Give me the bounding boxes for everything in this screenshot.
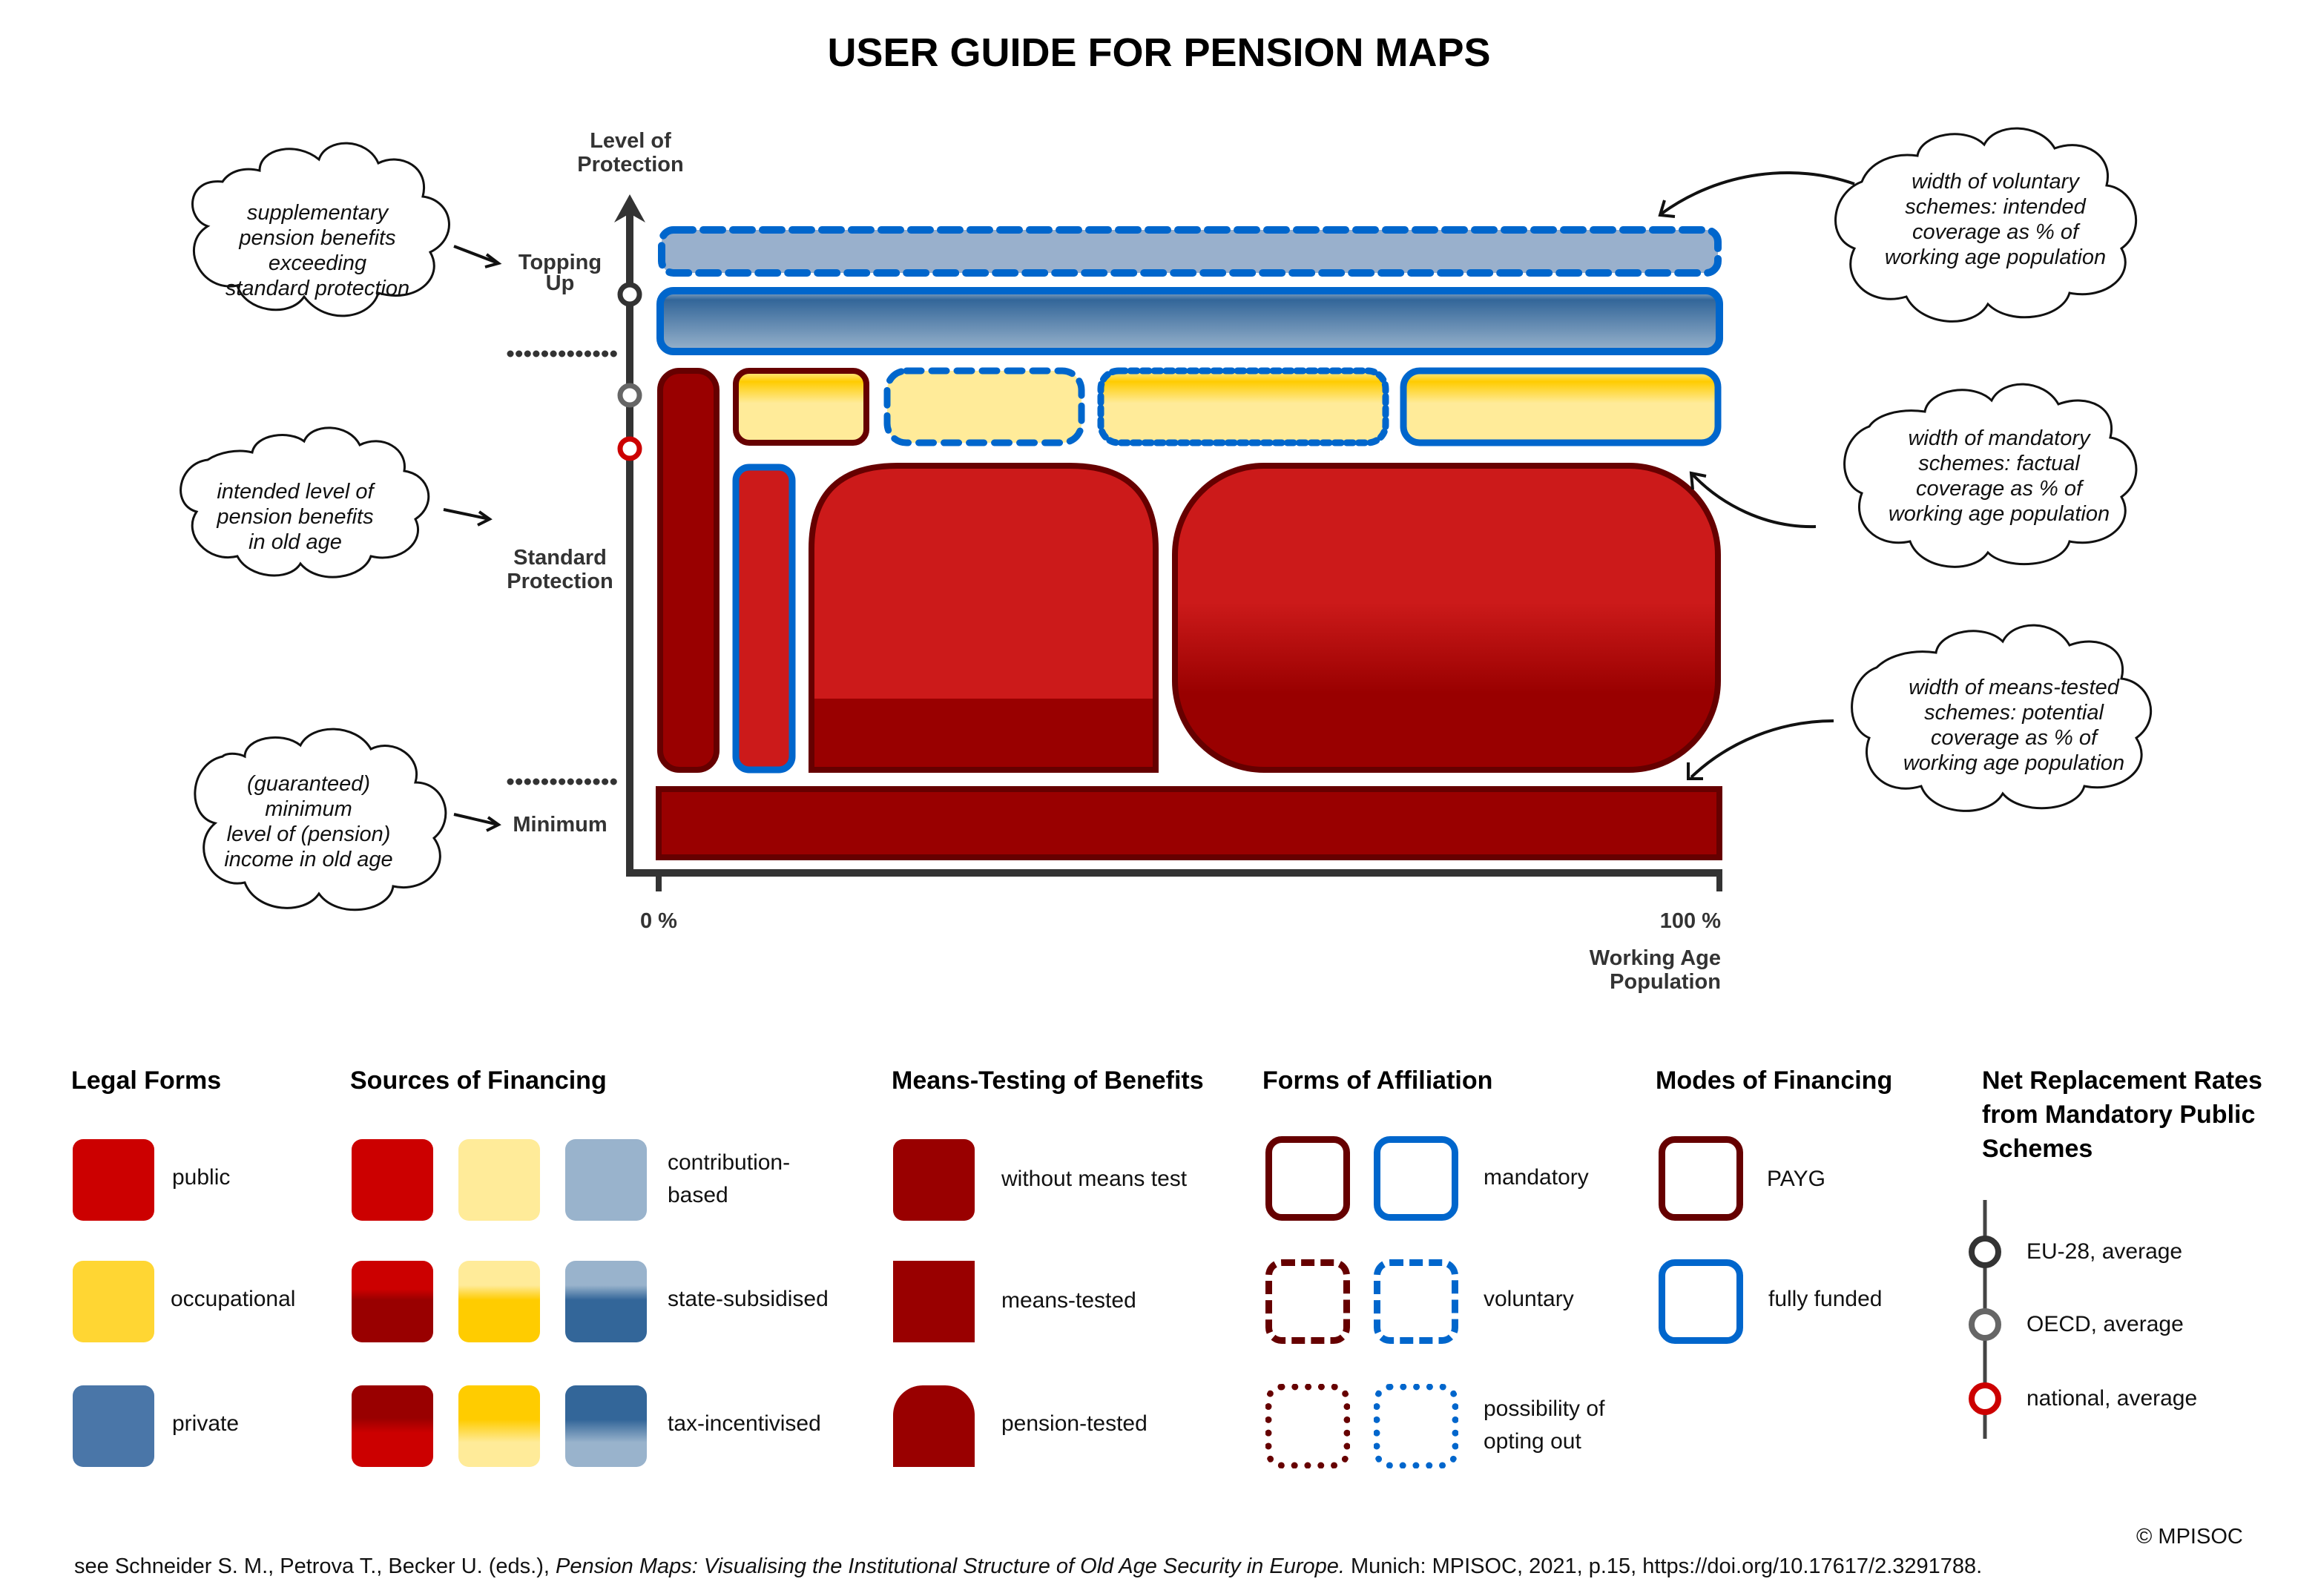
level-standard-protection: Standard Protection xyxy=(507,546,613,593)
cloud-text-minimum: (guaranteed) minimum level of (pension) … xyxy=(224,772,393,871)
swatch-public-contribution xyxy=(352,1139,433,1221)
swatch-opting-out-funded xyxy=(1374,1384,1458,1468)
swatch-voluntary-payg xyxy=(1265,1259,1350,1344)
x-tick-label-0: 0 % xyxy=(640,909,677,933)
scheme-minimum-means-tested xyxy=(656,786,1722,860)
arrow-mandatory-width xyxy=(1691,473,1817,529)
legend-label-contribution-based: contribution- based xyxy=(668,1150,791,1207)
legend-marker-eu28 xyxy=(1969,1236,2001,1268)
scheme-occupational-voluntary xyxy=(883,367,1085,446)
legend-label-eu28: EU-28, average xyxy=(2026,1239,2183,1264)
cloud-text-mandatory-width: width of mandatory schemes: factual cove… xyxy=(1888,426,2110,526)
marker-national-average xyxy=(617,436,642,461)
scheme-occupational-payg xyxy=(733,368,869,446)
cloud-topping-up xyxy=(191,142,450,317)
nrr-legend-scale xyxy=(1969,1200,2001,1439)
citation: see Schneider S. M., Petrova T., Becker … xyxy=(74,1554,1983,1578)
legend-label-oecd: OECD, average xyxy=(2026,1312,2184,1336)
legend-label-without-means-test: without means test xyxy=(1001,1167,1188,1191)
swatch-occupational-tax-incentivised xyxy=(458,1385,540,1467)
cloud-text-means-tested-width: width of means-tested schemes: potential… xyxy=(1903,676,2125,775)
cloud-standard xyxy=(180,426,430,578)
scheme-public-funded-narrow xyxy=(732,464,796,774)
swatch-pension-tested xyxy=(893,1385,975,1467)
swatch-opting-out-payg xyxy=(1265,1384,1350,1468)
marker-eu28-average xyxy=(617,282,642,307)
legend-label-national: national, average xyxy=(2026,1386,2198,1411)
legend-label-state-subsidised: state-subsidised xyxy=(668,1287,829,1311)
swatch-public-state-subsidised xyxy=(352,1261,433,1342)
legend-label-private: private xyxy=(172,1411,240,1436)
swatch-occupational xyxy=(73,1261,154,1342)
swatch-private-contribution xyxy=(565,1139,647,1221)
y-axis xyxy=(614,194,1722,891)
legend-modes-heading: Modes of Financing xyxy=(1656,1066,1893,1095)
scheme-voluntary-private-topup xyxy=(658,226,1722,277)
swatch-voluntary-funded xyxy=(1374,1259,1458,1344)
swatch-fully-funded xyxy=(1659,1259,1743,1344)
marker-oecd-average xyxy=(617,383,642,408)
swatch-payg xyxy=(1659,1136,1743,1221)
cloud-means-tested-width xyxy=(1851,624,2153,812)
swatch-mandatory-funded xyxy=(1374,1136,1458,1221)
legend-nrr-heading: Net Replacement Rates from Mandatory Pub… xyxy=(1982,1066,2262,1163)
scheme-public-pension-tested-lower xyxy=(814,699,1153,767)
swatch-private-state-subsidised xyxy=(565,1261,647,1342)
legend-sources-heading: Sources of Financing xyxy=(350,1066,607,1095)
legend-label-voluntary: voluntary xyxy=(1484,1287,1574,1311)
cloud-voluntary-width xyxy=(1834,127,2138,323)
pension-map-diagram xyxy=(180,127,2153,911)
legend-legal-forms-heading: Legal Forms xyxy=(71,1066,222,1095)
legend-label-tax-incentivised: tax-incentivised xyxy=(668,1411,821,1436)
cloud-text-voluntary-width: width of voluntary schemes: intended cov… xyxy=(1884,170,2107,269)
legend-marker-national xyxy=(1969,1382,2001,1415)
scheme-occupational-mandatory-funded xyxy=(1400,367,1722,446)
swatch-public-tax-incentivised xyxy=(352,1385,433,1467)
arrow-minimum xyxy=(453,813,499,826)
legend-label-pension-tested: pension-tested xyxy=(1001,1411,1148,1436)
y-axis-label: Level of Protection xyxy=(577,129,684,177)
arrow-voluntary-width xyxy=(1660,171,1855,215)
legend-affiliation-heading: Forms of Affiliation xyxy=(1262,1066,1493,1095)
cloud-mandatory-width xyxy=(1843,383,2138,568)
swatch-means-tested xyxy=(893,1261,975,1342)
legend-label-mandatory: mandatory xyxy=(1484,1165,1589,1190)
swatch-mandatory-payg xyxy=(1265,1136,1350,1221)
scheme-public-pension-tested xyxy=(809,463,1159,773)
swatch-without-means-test xyxy=(893,1139,975,1221)
scheme-public-state-subsidised xyxy=(1172,463,1721,773)
level-topping-up: Topping Up xyxy=(518,251,602,295)
x-axis-label: Working Age Population xyxy=(1589,946,1721,994)
swatch-occupational-contribution xyxy=(458,1139,540,1221)
cloud-text-topping-up: supplementary pension benefits exceeding… xyxy=(225,201,410,300)
level-minimum: Minimum xyxy=(513,813,608,837)
scheme-mandatory-funded-private xyxy=(656,287,1723,355)
legend-label-public: public xyxy=(172,1165,231,1190)
legend-label-occupational: occupational xyxy=(171,1287,296,1311)
legend-label-means-tested: means-tested xyxy=(1001,1288,1136,1313)
swatch-public xyxy=(73,1139,154,1221)
cloud-text-standard: intended level of pension benefits in ol… xyxy=(217,480,374,554)
arrow-means-tested-width xyxy=(1690,719,1834,779)
arrow-standard xyxy=(443,508,490,521)
legend-marker-oecd xyxy=(1969,1308,2001,1341)
x-tick-label-100: 100 % xyxy=(1659,909,1721,933)
scheme-public-without-means-test-narrow xyxy=(657,368,720,773)
page-title: USER GUIDE FOR PENSION MAPS xyxy=(827,30,1491,75)
scheme-occupational-opting-out xyxy=(1097,367,1389,446)
copyright: © MPISOC xyxy=(2136,1525,2243,1549)
legend-label-payg: PAYG xyxy=(1767,1167,1825,1191)
legend-means-testing-heading: Means-Testing of Benefits xyxy=(892,1066,1204,1095)
swatch-private xyxy=(73,1385,154,1467)
cloud-minimum xyxy=(194,728,447,911)
arrow-topping-up xyxy=(453,245,499,265)
swatch-occupational-state-subsidised xyxy=(458,1261,540,1342)
legend-label-opting-out: possibility of opting out xyxy=(1484,1396,1605,1454)
legend-label-fully-funded: fully funded xyxy=(1768,1287,1883,1311)
swatch-private-tax-incentivised xyxy=(565,1385,647,1467)
